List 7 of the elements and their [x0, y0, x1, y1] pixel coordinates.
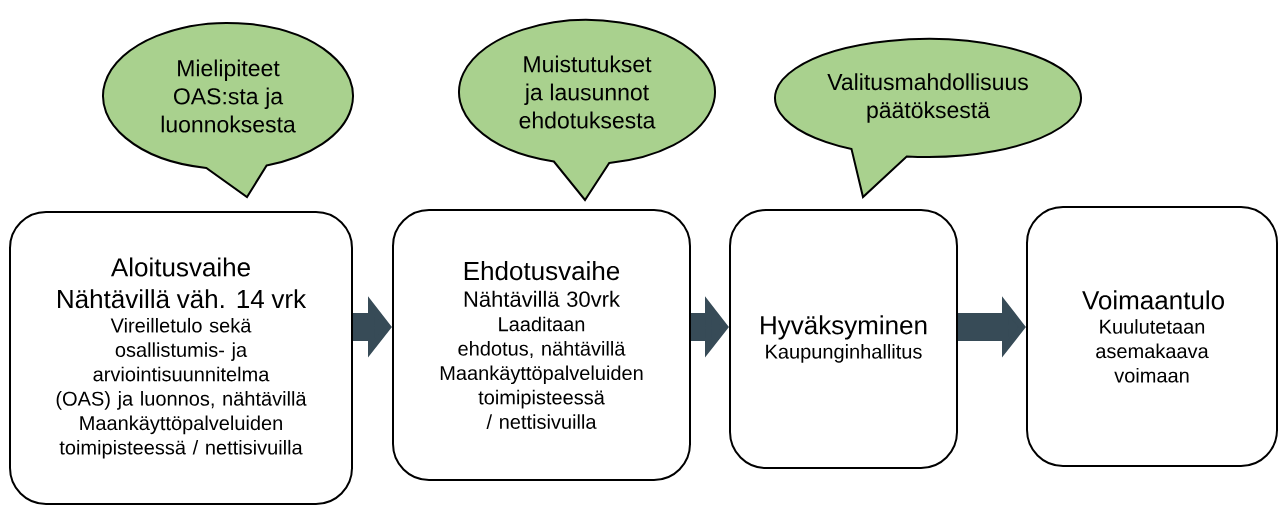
speech-bubble: Valitusmahdollisuus päätöksestä	[774, 38, 1083, 198]
process-box: Voimaantulo Kuulutetaan asemakaava voimaan	[1026, 206, 1278, 467]
process-box: Ehdotusvaihe Nähtävillä 30vrk Laaditaan ehdotus, nähtävillä Maankäyttöpalveluiden toimipisteessä / nettisivuilla	[392, 209, 691, 481]
process-box: Hyväksyminen Kaupunginhallitus	[729, 209, 958, 469]
speech-bubble: Mielipiteet OAS:sta ja luonnoksesta	[102, 22, 354, 198]
speech-bubble: Muistutukset ja lausunnot ehdotuksesta	[458, 18, 717, 201]
process-box: Aloitusvaihe Nähtävillä väh. 14 vrk Vireilletulo sekä osallistumis- ja arviointisuunnitelma (OAS) ja luonnos, nähtävillä Maankäyttöpalveluiden toimipisteessä / nettisivuilla	[9, 211, 353, 505]
